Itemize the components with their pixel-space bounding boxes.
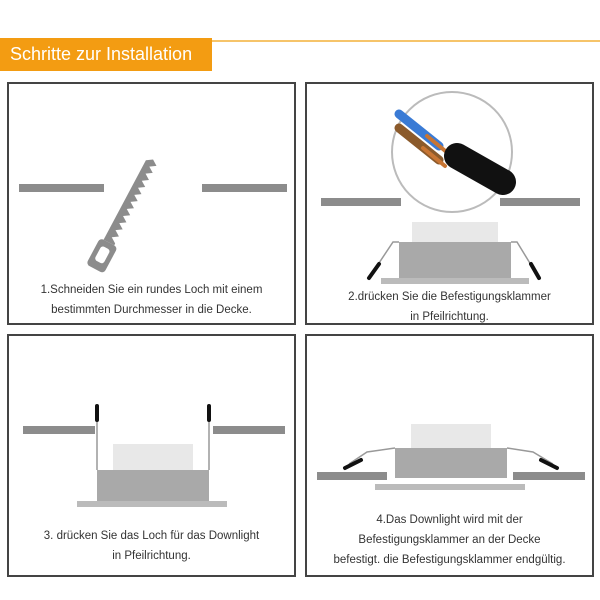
header-divider-line <box>0 40 600 42</box>
step-3-caption: 3. drücken Sie das Loch für das Downligh… <box>9 526 294 566</box>
step-1-line-2: bestimmten Durchmesser in die Decke. <box>51 304 252 316</box>
step-1-line-1: 1.Schneiden Sie ein rundes Loch mit eine… <box>40 284 263 296</box>
step-1-caption: 1.Schneiden Sie ein rundes Loch mit eine… <box>9 280 294 320</box>
step-2-illustration <box>321 91 580 284</box>
saw-icon <box>87 159 157 273</box>
clip-arrow-right-icon <box>539 458 559 470</box>
step-2-caption: 2.drücken Sie die Befestigungsklammer in… <box>307 287 592 323</box>
step-3-line-2: in Pfeilrichtung. <box>112 550 191 562</box>
step-4-line-1: 4.Das Downlight wird mit der <box>376 514 523 526</box>
downlight-icon <box>368 222 540 284</box>
step-2-panel: 2.drücken Sie die Befestigungsklammer in… <box>305 82 594 325</box>
ceiling-left <box>317 472 387 480</box>
page-title: Schritte zur Installation <box>0 38 212 71</box>
step-1-panel: 1.Schneiden Sie ein rundes Loch mit eine… <box>7 82 296 325</box>
downlight-icon <box>77 420 227 507</box>
ceiling-left <box>19 184 104 192</box>
ceiling-right <box>213 426 285 434</box>
clip-arrow-left-icon <box>343 458 363 470</box>
ceiling-left <box>321 198 401 206</box>
step-3-line-1: 3. drücken Sie das Loch für das Downligh… <box>43 530 260 542</box>
step-4-panel: 4.Das Downlight wird mit der Befestigung… <box>305 334 594 577</box>
downlight-icon <box>348 424 554 490</box>
cable-icon <box>394 109 516 195</box>
ceiling-right <box>513 472 585 480</box>
step-4-illustration <box>317 424 585 490</box>
step-1-illustration <box>19 159 287 273</box>
step-2-line-2: in Pfeilrichtung. <box>410 311 489 323</box>
step-4-caption: 4.Das Downlight wird mit der Befestigung… <box>307 510 592 570</box>
step-4-line-3: befestigt. die Befestigungsklammer endgü… <box>333 554 566 566</box>
step-3-illustration <box>23 404 285 507</box>
step-4-line-2: Befestigungsklammer an der Decke <box>358 534 541 546</box>
ceiling-right <box>202 184 287 192</box>
ceiling-right <box>500 198 580 206</box>
step-3-panel: 3. drücken Sie das Loch für das Downligh… <box>7 334 296 577</box>
clip-arrow-right-icon <box>529 262 541 280</box>
clip-arrow-left-icon <box>367 262 381 280</box>
ceiling-left <box>23 426 95 434</box>
step-2-line-1: 2.drücken Sie die Befestigungsklammer <box>348 291 551 303</box>
